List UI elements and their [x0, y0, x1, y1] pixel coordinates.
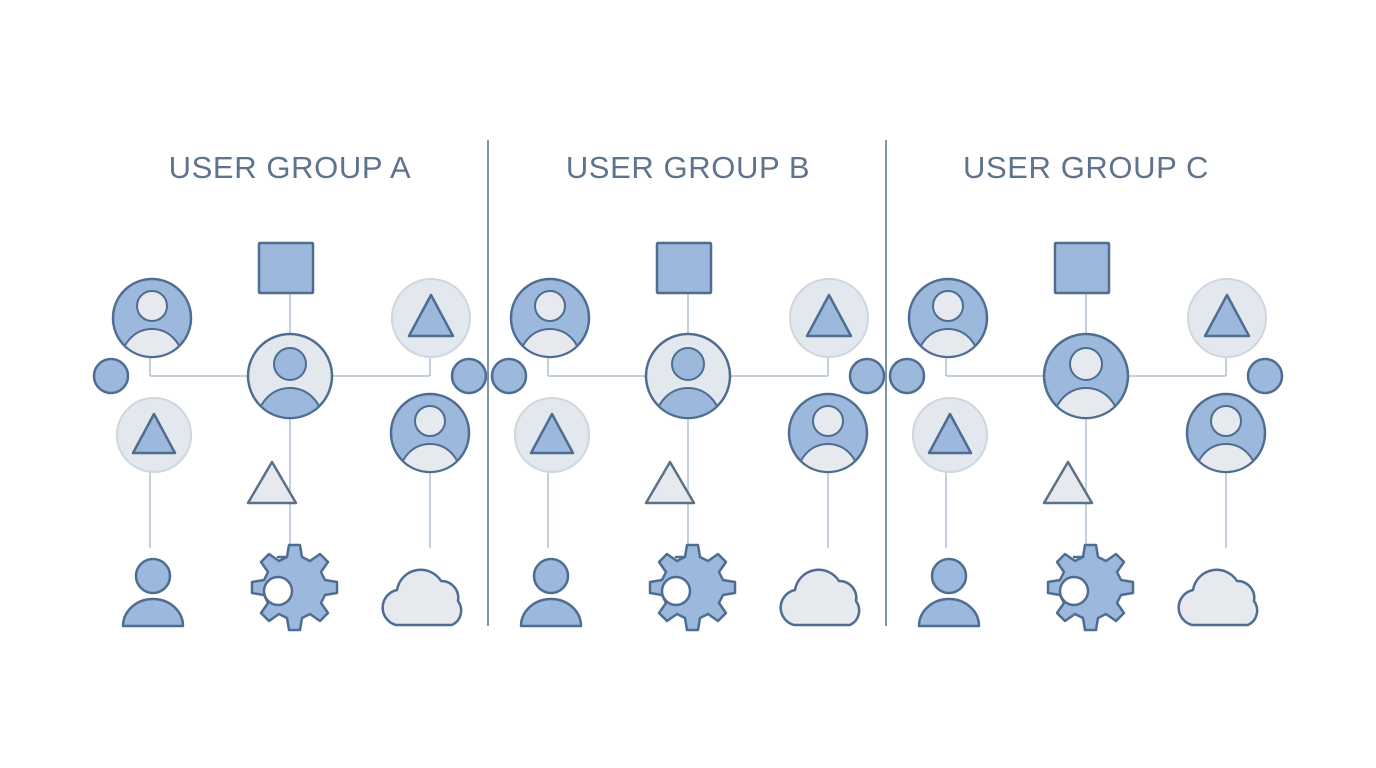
group-cluster-b: person gear cloud — [489, 228, 887, 648]
bottom-right-avatar[interactable] — [787, 392, 869, 474]
square-node[interactable] — [1053, 241, 1111, 295]
top-right-triangle-badge[interactable] — [789, 278, 869, 358]
left-dot[interactable] — [490, 357, 528, 395]
top-right-triangle-badge[interactable] — [1187, 278, 1267, 358]
center-avatar[interactable] — [1042, 332, 1130, 420]
square-node[interactable] — [655, 241, 713, 295]
right-dot[interactable] — [848, 357, 886, 395]
square-node[interactable] — [257, 241, 315, 295]
left-dot[interactable] — [888, 357, 926, 395]
right-dot[interactable] — [1246, 357, 1284, 395]
bottom-left-triangle-badge[interactable] — [116, 397, 192, 473]
group-cluster-a: person gear cloud — [91, 228, 489, 648]
center-avatar[interactable] — [246, 332, 334, 420]
small-triangle[interactable] — [644, 460, 696, 505]
panel-divider-1 — [487, 140, 489, 626]
panel-divider-2 — [885, 140, 887, 626]
top-right-triangle-badge[interactable] — [391, 278, 471, 358]
group-title-b: USER GROUP B — [565, 150, 811, 185]
center-avatar[interactable] — [644, 332, 732, 420]
gear-icon[interactable] — [1046, 543, 1135, 632]
bottom-left-triangle-badge[interactable] — [514, 397, 590, 473]
gear-icon[interactable] — [648, 543, 737, 632]
bottom-left-triangle-badge[interactable] — [912, 397, 988, 473]
group-title-a: USER GROUP A — [168, 150, 412, 185]
bottom-right-avatar[interactable] — [389, 392, 471, 474]
group-title-c: USER GROUP C — [962, 150, 1210, 185]
bottom-right-avatar[interactable] — [1185, 392, 1267, 474]
cloud-icon[interactable] — [381, 568, 463, 627]
small-triangle[interactable] — [246, 460, 298, 505]
person-icon[interactable] — [519, 557, 583, 628]
group-panel-a[interactable]: USER GROUP A — [91, 0, 489, 768]
group-panel-c[interactable]: USER GROUP C — [887, 0, 1285, 768]
person-icon[interactable] — [121, 557, 185, 628]
cloud-icon[interactable] — [779, 568, 861, 627]
left-dot[interactable] — [92, 357, 130, 395]
gear-icon[interactable] — [250, 543, 339, 632]
group-cluster-c: person gear cloud — [887, 228, 1285, 648]
small-triangle[interactable] — [1042, 460, 1094, 505]
top-left-avatar[interactable] — [907, 277, 989, 359]
top-left-avatar[interactable] — [509, 277, 591, 359]
cloud-icon[interactable] — [1177, 568, 1259, 627]
person-icon[interactable] — [917, 557, 981, 628]
right-dot[interactable] — [450, 357, 488, 395]
group-panel-b[interactable]: USER GROUP B — [489, 0, 887, 768]
top-left-avatar[interactable] — [111, 277, 193, 359]
